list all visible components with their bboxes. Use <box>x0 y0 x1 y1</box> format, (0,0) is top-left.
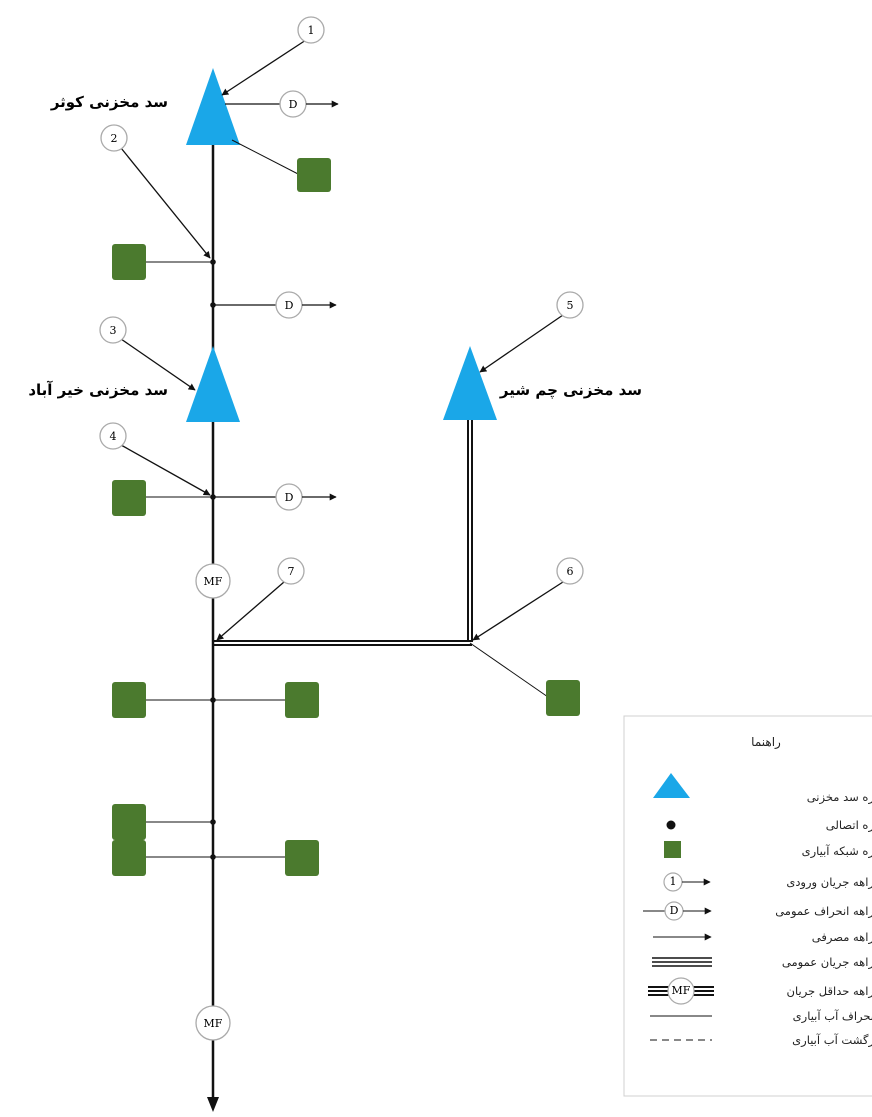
svg-text:1: 1 <box>308 24 315 37</box>
legend-item-consumption: راهه مصرفی <box>812 930 872 945</box>
junction-node <box>210 819 216 825</box>
legend-title: راهنما <box>751 735 781 750</box>
legend-item-irrigation: ره شبکه آبیاری <box>802 844 872 859</box>
legend: راهنما ره سد مخزنی ره اتصالی ره شبکه آبی… <box>623 715 872 1097</box>
svg-text:MF: MF <box>672 984 691 997</box>
outflow-arrow-icon <box>207 1097 219 1112</box>
irrigation-node <box>546 680 580 716</box>
label-dam-chamshir: سد مخزنی چم شیر <box>499 381 642 400</box>
legend-item-dam: ره سد مخزنی <box>807 790 872 805</box>
svg-text:D: D <box>285 491 294 504</box>
irrigation-node <box>112 480 146 516</box>
svg-text:MF: MF <box>204 1017 223 1030</box>
legend-min-flow-icon: MF <box>648 977 714 1005</box>
callout-7: 7 <box>216 557 305 641</box>
svg-text:D: D <box>285 299 294 312</box>
irrigation-node <box>297 158 331 192</box>
callout-5: 5 <box>479 291 584 373</box>
legend-irrigation-icon <box>664 841 681 858</box>
irrigation-connections <box>146 139 549 858</box>
svg-text:5: 5 <box>567 299 574 312</box>
svg-text:D: D <box>289 98 298 111</box>
dam-kheirabad-icon <box>186 346 240 422</box>
junction-node <box>210 494 216 500</box>
legend-item-inflow: راهه جریان ورودی <box>786 875 872 890</box>
junction-node <box>210 259 216 265</box>
diversion-2: D <box>210 291 337 319</box>
legend-item-general-flow: راهه جریان عمومی <box>782 955 872 970</box>
legend-general-flow-icon <box>652 957 712 967</box>
callout-4: 4 <box>99 422 211 496</box>
callout-1: 1 <box>221 16 325 96</box>
svg-text:3: 3 <box>110 324 117 337</box>
svg-text:2: 2 <box>111 132 118 145</box>
legend-item-irrigation-diversion: نحراف آب آبیاری <box>793 1009 872 1024</box>
legend-item-junction: ره اتصالی <box>826 818 872 833</box>
junction-node <box>210 697 216 703</box>
irrigation-networks <box>112 158 580 876</box>
irrigation-node <box>112 682 146 718</box>
callout-3: 3 <box>99 316 196 391</box>
label-dam-kowsar: سد مخزنی کوثر <box>50 93 168 111</box>
legend-item-irrigation-return: رگشت آب آبیاری <box>792 1033 872 1048</box>
legend-box <box>623 715 872 1097</box>
legend-junction-icon <box>666 820 676 830</box>
dam-chamshir-icon <box>443 346 497 420</box>
callout-2: 2 <box>100 124 211 259</box>
svg-text:6: 6 <box>567 565 574 578</box>
min-flow-node-2: MF <box>195 1005 231 1041</box>
svg-text:D: D <box>670 904 679 917</box>
irrigation-node <box>285 840 319 876</box>
diversion-1: D <box>225 90 339 118</box>
junction-node <box>210 854 216 860</box>
callout-6: 6 <box>472 557 584 641</box>
diversion-3: D <box>213 483 337 511</box>
legend-item-diversion: راهه انحراف عمومی <box>775 904 872 919</box>
legend-item-min-flow: راهه حداقل جریان <box>787 984 872 999</box>
dam-kowsar-icon <box>186 68 240 145</box>
label-dam-kheirabad: سد مخزنی خیر آباد <box>28 381 168 399</box>
svg-text:MF: MF <box>204 575 223 588</box>
irrigation-node <box>112 804 146 840</box>
min-flow-node-1: MF <box>195 563 231 599</box>
legend-dam-icon <box>653 773 690 798</box>
svg-text:7: 7 <box>288 565 295 578</box>
irrigation-node <box>112 840 146 876</box>
irrigation-node <box>112 244 146 280</box>
chamshir-branch <box>213 420 473 646</box>
svg-text:4: 4 <box>110 430 117 443</box>
svg-text:1: 1 <box>670 875 677 888</box>
irrigation-node <box>285 682 319 718</box>
junction-dots <box>210 259 216 860</box>
